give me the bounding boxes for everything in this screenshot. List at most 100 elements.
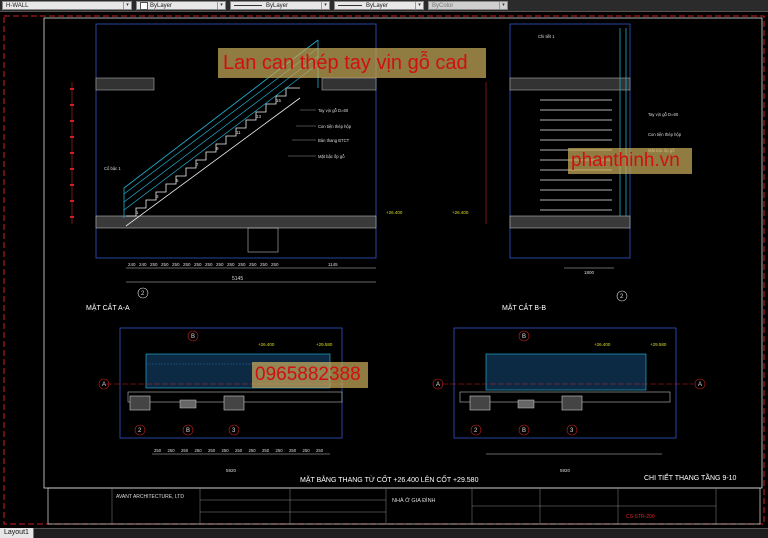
- grid-label: 2: [620, 294, 624, 300]
- chevron-down-icon[interactable]: ▾: [321, 2, 329, 9]
- level-tick: [70, 168, 74, 170]
- dim-text-step: 250: [150, 262, 158, 267]
- grid-label: B: [186, 428, 190, 434]
- plotstyle-dropdown[interactable]: ByColor▾: [428, 1, 508, 10]
- title-block: AVANT ARCHITECTURE, LTD NHÀ Ở GIA ĐÌNH C…: [47, 487, 761, 525]
- dim-text-step: 250: [249, 448, 257, 453]
- section-aa-frame: [95, 23, 377, 259]
- level-tag: +29.580: [650, 342, 667, 347]
- level-tag: +26.400: [386, 210, 403, 215]
- company-name: AVANT ARCHITECTURE, LTD: [116, 494, 184, 500]
- watermark-phone: 0965882388: [252, 362, 368, 388]
- handrail-low: [123, 55, 319, 203]
- grid-label: B: [191, 334, 195, 340]
- dim-text-step: 250: [222, 448, 230, 453]
- color-swatch: [140, 1, 148, 10]
- level-tag: +29.580: [316, 342, 333, 347]
- dim-text-step: 250: [205, 262, 213, 267]
- dim-text-step: 250: [249, 262, 257, 267]
- step-no: 9: [216, 146, 219, 151]
- section-bb: Chi tiết 1 Tay vịn gỗ D=60 Con tiện thép…: [452, 23, 682, 312]
- dim-text-step: 250: [316, 448, 324, 453]
- layer-dropdown[interactable]: H-WALL ▾: [2, 1, 132, 10]
- dim-text-step: 250: [227, 262, 235, 267]
- level-tag: +26.400: [594, 342, 611, 347]
- chevron-down-icon[interactable]: ▾: [499, 2, 507, 9]
- section-aa: 1 3 5 7 9 11 13 15 Tay vịn gỗ D=60 Con t…: [70, 23, 403, 312]
- chevron-down-icon[interactable]: ▾: [123, 2, 131, 9]
- grid-bubble: [98, 378, 110, 390]
- dim-text-step: 240: [139, 262, 147, 267]
- project-name: NHÀ Ở GIA ĐÌNH: [392, 497, 436, 504]
- level-tick: [70, 104, 74, 106]
- section-title-bb: MẶT CẮT B-B: [502, 303, 546, 312]
- annotation: Chi tiết 1: [538, 34, 555, 39]
- dim-text-step: 250: [289, 448, 297, 453]
- annotation: Cổ bậc 1: [104, 166, 121, 171]
- lineweight-sample: [338, 5, 362, 6]
- beam-section: [247, 227, 279, 253]
- grid-label: A: [698, 382, 702, 388]
- color-dropdown[interactable]: ByLayer▾: [136, 1, 226, 10]
- dim-text-step: 250: [235, 448, 243, 453]
- dim-text: 1800: [584, 270, 595, 275]
- grid-bubble: [134, 424, 146, 436]
- stair-flight-top: [485, 353, 647, 391]
- grid-bubble: [432, 378, 444, 390]
- plan-right: A A B 2 B 3 +26.400 +29.580 5920: [432, 327, 706, 473]
- sheet-border: [3, 15, 765, 525]
- grid-label: 3: [232, 428, 236, 434]
- annotation: Mặt bậc ốp gỗ: [318, 154, 345, 159]
- grid-bubble: [187, 330, 199, 342]
- annotation: Tay vịn gỗ D=60: [648, 112, 679, 117]
- section-bb-frame: [509, 23, 631, 259]
- grid-bubble: [228, 424, 240, 436]
- grid-label: A: [102, 382, 106, 388]
- lineweight-value: ByLayer: [366, 2, 389, 9]
- grid-label: 3: [570, 428, 574, 434]
- detail-title: CHI TIẾT THANG TẦNG 9-10: [644, 472, 737, 482]
- column: [561, 395, 583, 411]
- step-no: 13: [256, 114, 262, 119]
- annotation: Tay vịn gỗ D=60: [318, 108, 349, 113]
- dim-text-step: 250: [303, 448, 311, 453]
- level-tag: +26.400: [258, 342, 275, 347]
- level-tick: [70, 152, 74, 154]
- chevron-down-icon[interactable]: ▾: [217, 2, 225, 9]
- title-block-frame: [47, 487, 761, 525]
- level-tick: [70, 136, 74, 138]
- handrail-bottom: [123, 63, 319, 211]
- tab-layout1[interactable]: Layout1: [0, 528, 34, 538]
- annotation: Bản thang BTCT: [318, 138, 350, 143]
- chevron-down-icon[interactable]: ▾: [415, 2, 423, 9]
- annotation: Con tiện thép hộp: [648, 132, 682, 137]
- grid-bubble: [616, 290, 628, 302]
- drawing-canvas[interactable]: 1 3 5 7 9 11 13 15 Tay vịn gỗ D=60 Con t…: [0, 12, 768, 528]
- step-no: 5: [176, 178, 179, 183]
- dim-text-right: 1145: [328, 262, 338, 267]
- grid-bubble: [566, 424, 578, 436]
- dim-text-step: 250: [208, 448, 216, 453]
- lineweight-dropdown[interactable]: ByLayer ▾: [334, 1, 424, 10]
- linetype-sample: [234, 5, 262, 6]
- grid-label: 2: [141, 291, 145, 297]
- grid-bubble: [137, 287, 149, 299]
- level-tick: [70, 200, 74, 202]
- grid-bubble: [518, 330, 530, 342]
- column: [469, 395, 491, 411]
- dim-text-step: 250: [172, 262, 180, 267]
- dim-text-step: 250: [168, 448, 176, 453]
- column-small: [179, 399, 197, 409]
- stair-soffit: [125, 97, 301, 227]
- dim-text-step: 250: [238, 262, 246, 267]
- watermark-site: phanthinh.vn: [568, 148, 692, 174]
- dim-text-step: 250: [183, 262, 191, 267]
- linetype-dropdown[interactable]: ByLayer▾: [230, 1, 330, 10]
- column: [129, 395, 151, 411]
- layer-value: H-WALL: [6, 2, 29, 9]
- step-no: 11: [236, 130, 241, 135]
- level-tick: [70, 120, 74, 122]
- step-no: 15: [276, 98, 282, 103]
- grid-label: B: [522, 334, 526, 340]
